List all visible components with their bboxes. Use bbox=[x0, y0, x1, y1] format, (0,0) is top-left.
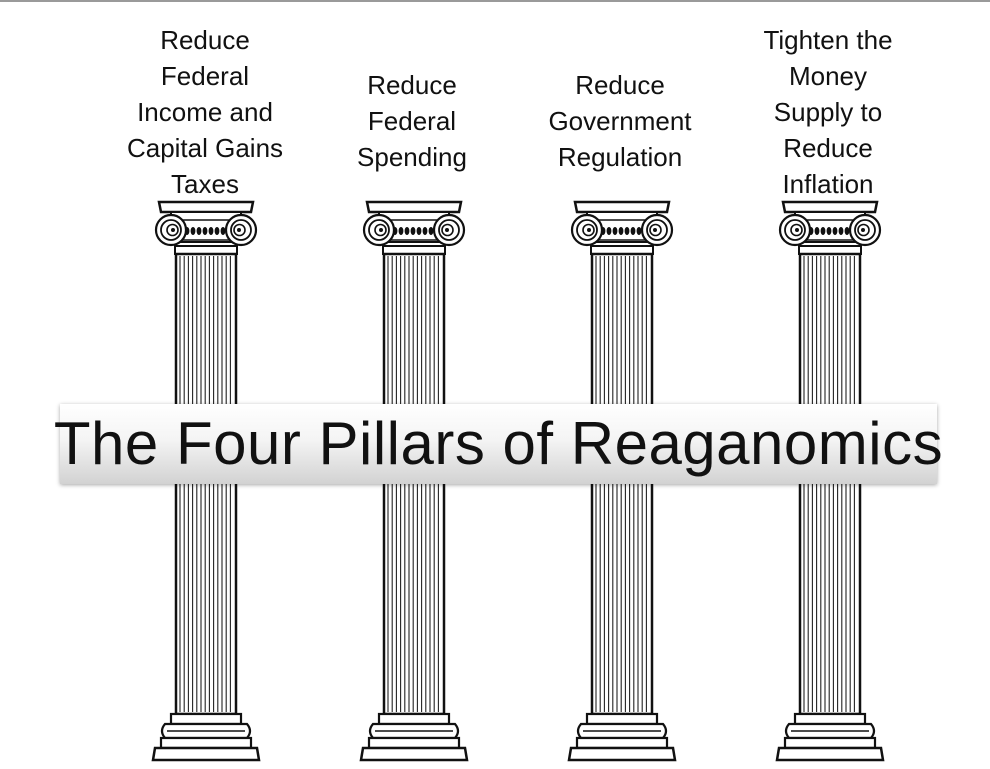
pillar-1 bbox=[151, 198, 261, 763]
pillar-label-line: Taxes bbox=[171, 169, 239, 199]
pillar-label-4: Tighten the Money Supply to Reduce Infla… bbox=[728, 22, 928, 202]
ionic-column-icon bbox=[359, 200, 469, 762]
pillar-label-line: Federal bbox=[367, 106, 457, 136]
pillar-label-line: Reduce bbox=[367, 70, 457, 100]
pillar-label-line: Reduce bbox=[575, 70, 665, 100]
pillar-label-line: Reduce bbox=[160, 25, 250, 55]
top-divider bbox=[0, 0, 990, 2]
pillar-label-2: Reduce Federal Spending bbox=[322, 67, 502, 175]
pillar-3 bbox=[567, 198, 677, 763]
pillar-label-1: Reduce Federal Income and Capital Gains … bbox=[105, 22, 305, 202]
pillar-label-line: Tighten the bbox=[763, 25, 893, 55]
pillar-label-line: Inflation bbox=[782, 169, 874, 199]
pillar-label-line: Capital Gains bbox=[126, 133, 284, 163]
pillar-label-line: Federal bbox=[160, 61, 250, 91]
pillar-label-line: Reduce bbox=[783, 133, 873, 163]
ionic-column-icon bbox=[775, 200, 885, 762]
title-banner: The Four Pillars of Reaganomics bbox=[54, 404, 943, 484]
pillar-label-line: Money bbox=[788, 61, 868, 91]
pillar-label-line: Regulation bbox=[557, 142, 683, 172]
ionic-column-icon bbox=[567, 200, 677, 762]
page-title: The Four Pillars of Reaganomics bbox=[53, 410, 944, 477]
pillar-label-3: Reduce Government Regulation bbox=[520, 67, 720, 175]
pillar-label-line: Income and bbox=[137, 97, 273, 127]
pillar-2 bbox=[359, 198, 469, 763]
pillar-label-line: Supply to bbox=[773, 97, 883, 127]
ionic-column-icon bbox=[151, 200, 261, 762]
pillar-4 bbox=[775, 198, 885, 763]
pillar-label-line: Spending bbox=[357, 142, 467, 172]
pillar-label-line: Government bbox=[548, 106, 692, 136]
